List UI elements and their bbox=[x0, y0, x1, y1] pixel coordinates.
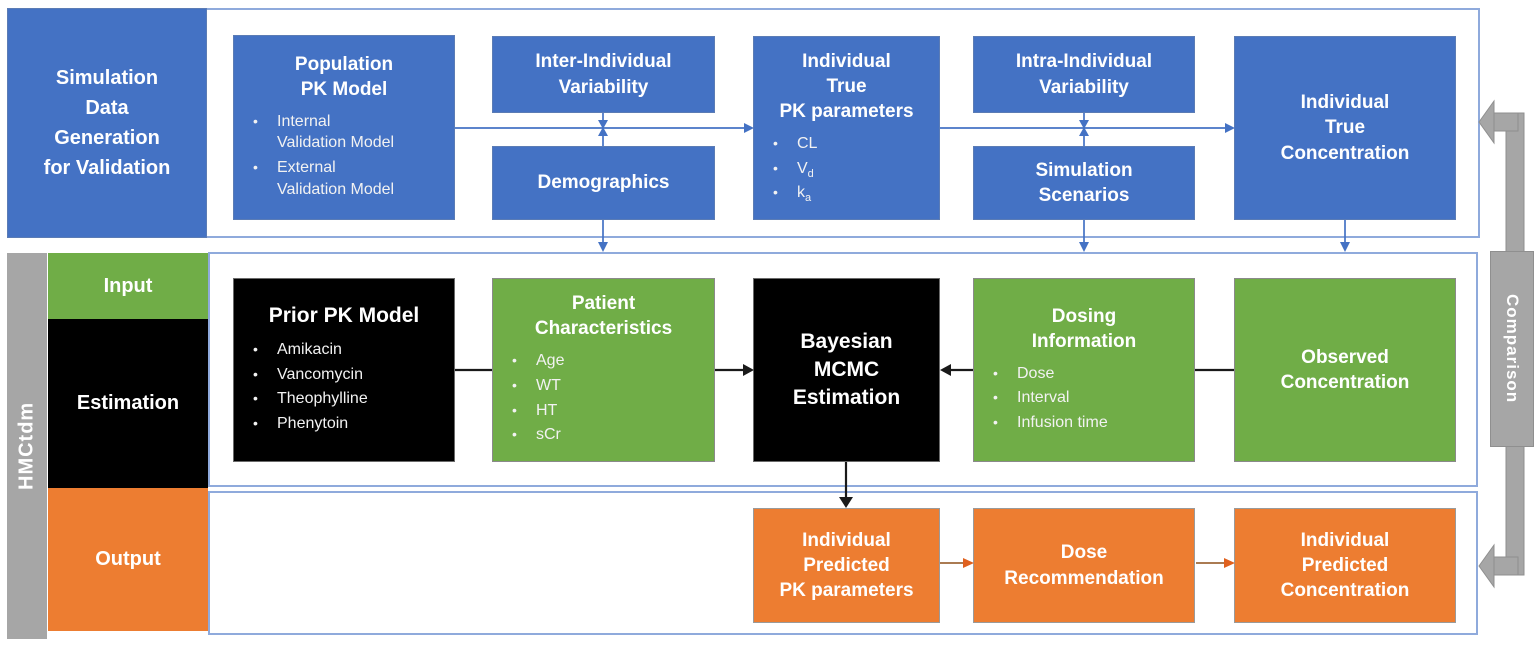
bullet-list: •CL •Vd •ka bbox=[760, 130, 933, 207]
connector-bayesian-to-predicted-pk bbox=[839, 462, 853, 508]
connector-pk-parameters-to-concentration bbox=[940, 123, 1235, 133]
comparison-label: Comparison bbox=[1490, 251, 1534, 447]
connector-predicted-pk-to-dose-recommendation bbox=[940, 558, 974, 568]
box-title: Individual Predicted PK parameters bbox=[779, 529, 914, 602]
connector-demographics-up bbox=[598, 127, 608, 146]
box-title: Individual True Concentration bbox=[1280, 92, 1410, 164]
bullet-item: •WT bbox=[512, 376, 561, 394]
connector-inter-variability-down bbox=[598, 113, 608, 129]
connector-demographics-to-patient-characteristics bbox=[598, 220, 608, 252]
box-patient-characteristics: Patient Characteristics •Age •WT •HT •sCr bbox=[492, 278, 715, 462]
bullet-item: •Dose bbox=[993, 364, 1055, 382]
box-inter-individual-variability: Inter-Individual Variability bbox=[492, 36, 715, 113]
box-title: Individual Predicted Concentration bbox=[1280, 529, 1410, 602]
bottom-section-container bbox=[208, 491, 1478, 635]
box-title: Demographics bbox=[537, 172, 670, 194]
bullet-list: •Amikacin •Vancomycin •Theophylline •Phenyt… bbox=[240, 336, 448, 437]
box-title: Dosing Information bbox=[1031, 305, 1137, 352]
box-individual-true-concentration: Individual True Concentration bbox=[1234, 36, 1456, 220]
box-intra-individual-variability: Intra-Individual Variability bbox=[973, 36, 1195, 113]
bullet-item: •Age bbox=[512, 352, 565, 370]
box-title: Bayesian MCMC Estimation bbox=[792, 330, 901, 409]
band-output: Output bbox=[48, 488, 208, 631]
bullet-item: •Interval bbox=[993, 389, 1070, 407]
simulation-data-generation-label: Simulation Data Generation for Validatio… bbox=[7, 8, 207, 238]
band-estimation: Estimation bbox=[48, 319, 208, 488]
connector-population-to-pk-parameters bbox=[455, 123, 754, 133]
connector-dose-recommendation-to-predicted-concentration bbox=[1196, 558, 1235, 568]
band-estimation-label: Estimation bbox=[76, 392, 180, 414]
bullet-item: •Vancomycin bbox=[253, 365, 363, 383]
box-dosing-information: Dosing Information •Dose •Interval •Infusi… bbox=[973, 278, 1195, 462]
comparison-arrow-top-arm bbox=[1491, 112, 1519, 132]
box-title: Prior PK Model bbox=[268, 304, 420, 328]
bullet-list: •Dose •Interval •Infusion time bbox=[980, 360, 1188, 437]
comparison-arrowhead-bottom bbox=[1478, 543, 1495, 589]
box-observed-concentration: Observed Concentration bbox=[1234, 278, 1456, 462]
bullet-item: •Amikacin bbox=[253, 341, 342, 359]
box-title: Population PK Model bbox=[294, 53, 394, 100]
box-title: Dose Recommendation bbox=[1004, 542, 1164, 589]
connector-simulation-scenarios-up bbox=[1079, 127, 1089, 146]
bullet-item: •External Validation Model bbox=[253, 159, 395, 198]
connector-scenarios-to-dosing-information bbox=[1079, 220, 1089, 252]
bullet-item: •sCr bbox=[512, 426, 561, 444]
box-individual-true-pk-parameters: Individual True PK parameters •CL •Vd •ka bbox=[753, 36, 940, 220]
box-demographics: Demographics bbox=[492, 146, 715, 220]
connector-true-concentration-to-observed bbox=[1340, 220, 1350, 252]
bullet-item: •Vd bbox=[773, 159, 814, 180]
box-individual-predicted-concentration: Individual Predicted Concentration bbox=[1234, 508, 1456, 623]
bullet-item: •Infusion time bbox=[993, 413, 1108, 431]
connector-intra-variability-down bbox=[1079, 113, 1089, 129]
bullet-item: •CL bbox=[773, 135, 818, 153]
box-population-pk-model: Population PK Model •Internal Validation… bbox=[233, 35, 455, 220]
box-title: Simulation Scenarios bbox=[1035, 159, 1133, 206]
comparison-arrowhead-top bbox=[1478, 99, 1495, 145]
comparison-arrow-bottom-arm bbox=[1491, 556, 1519, 576]
band-input: Input bbox=[48, 253, 208, 319]
bullet-item: •HT bbox=[512, 401, 558, 419]
box-dose-recommendation: Dose Recommendation bbox=[973, 508, 1195, 623]
box-title: Intra-Individual Variability bbox=[1015, 51, 1153, 98]
section-title: Simulation Data Generation for Validatio… bbox=[43, 67, 171, 179]
box-bayesian-mcmc-estimation: Bayesian MCMC Estimation bbox=[753, 278, 940, 462]
bullet-item: •ka bbox=[773, 184, 812, 205]
bullet-item: •Internal Validation Model bbox=[253, 112, 395, 152]
middle-section-container bbox=[208, 252, 1478, 487]
box-prior-pk-model: Prior PK Model •Amikacin •Vancomycin •Theo… bbox=[233, 278, 455, 462]
band-output-label: Output bbox=[95, 548, 161, 570]
bullet-list: •Age •WT •HT •sCr bbox=[499, 347, 708, 448]
comparison-label-text: Comparison bbox=[1503, 294, 1522, 404]
box-title: Patient Characteristics bbox=[534, 293, 673, 340]
box-title: Individual True PK parameters bbox=[779, 50, 914, 123]
box-individual-predicted-pk-parameters: Individual Predicted PK parameters bbox=[753, 508, 940, 623]
box-simulation-scenarios: Simulation Scenarios bbox=[973, 146, 1195, 220]
connector-dosing-to-bayesian bbox=[940, 364, 973, 376]
box-title: Observed Concentration bbox=[1280, 346, 1410, 393]
band-input-label: Input bbox=[103, 274, 153, 297]
connector-patient-to-bayesian bbox=[715, 364, 754, 376]
box-title: Inter-Individual Variability bbox=[535, 51, 672, 98]
bullet-item: •Theophylline bbox=[253, 390, 368, 408]
bullet-list: •Internal Validation Model •External Vali… bbox=[240, 108, 448, 203]
bullet-item: •Phenytoin bbox=[253, 414, 349, 432]
